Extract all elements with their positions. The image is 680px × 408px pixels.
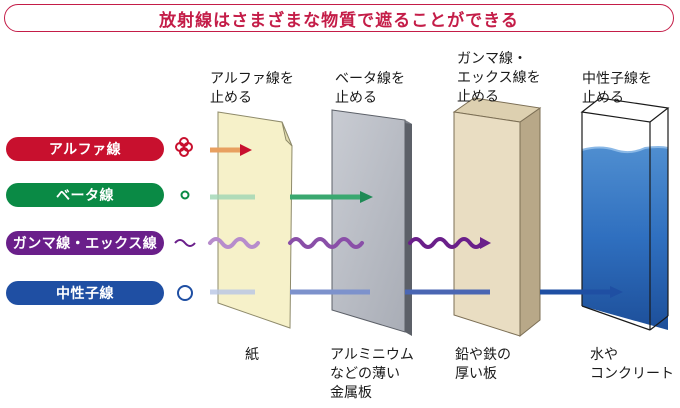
barrier-1-material: 紙 <box>245 347 259 363</box>
barrier-3-stops-label: ガンマ線・ エックス線を 止める <box>457 51 541 105</box>
beta-arrow <box>210 191 373 203</box>
lead-iron-barrier <box>452 97 542 338</box>
gamma-arrow <box>208 237 491 249</box>
pill-alpha: アルファ線 <box>6 137 164 161</box>
aluminium-barrier <box>331 109 412 336</box>
barrier-4-stops-label: 中性子線を 止める <box>582 71 652 106</box>
three-circles-icon <box>175 137 193 157</box>
small-circle-icon <box>180 190 190 200</box>
wave-icon <box>174 239 196 247</box>
paper-barrier <box>217 111 293 329</box>
pill-gamma: ガンマ線・エックス線 <box>6 231 164 255</box>
page-title: 放射線はさまざまな物質で遮ることができる <box>159 10 519 31</box>
pill-gamma-label: ガンマ線・エックス線 <box>12 236 158 252</box>
neutron-arrow <box>210 286 623 298</box>
pill-beta: ベータ線 <box>6 183 164 207</box>
barrier-2-material: アルミニウム などの薄い 金属板 <box>330 347 414 401</box>
title-banner: 放射線はさまざまな物質で遮ることができる <box>4 4 674 32</box>
pill-beta-label: ベータ線 <box>56 188 114 204</box>
barrier-4-material: 水や コンクリート <box>590 347 674 382</box>
pill-neutron: 中性子線 <box>6 281 164 305</box>
pill-neutron-label: 中性子線 <box>56 286 114 302</box>
alpha-arrow <box>210 144 252 156</box>
circle-icon <box>177 285 193 301</box>
barrier-3-material: 鉛や鉄の 厚い板 <box>455 347 511 382</box>
pill-alpha-label: アルファ線 <box>48 142 122 158</box>
barrier-2-stops-label: ベータ線を 止める <box>335 71 405 106</box>
barrier-1-stops-label: アルファ線を 止める <box>210 71 294 106</box>
water-tank <box>580 97 670 331</box>
